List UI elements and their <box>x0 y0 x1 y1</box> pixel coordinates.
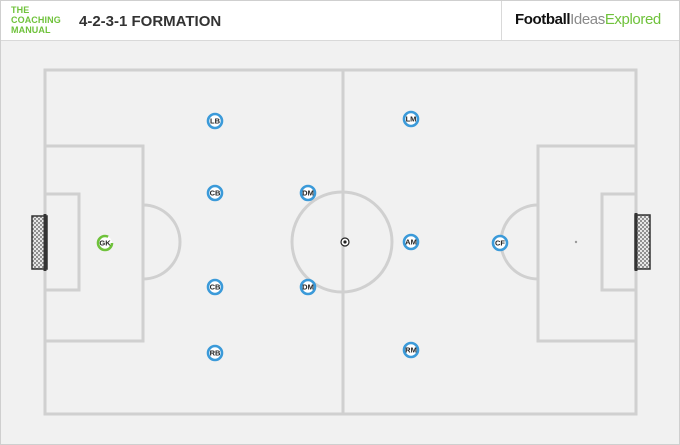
player-marker-cb: CB <box>206 278 224 296</box>
coaching-manual-logo: THE COACHING MANUAL <box>11 6 61 40</box>
center-circle <box>290 190 394 294</box>
player-marker-cb: CB <box>206 184 224 202</box>
header-bar: THE COACHING MANUAL 4-2-3-1 FORMATION Fo… <box>1 1 679 41</box>
player-circle <box>402 110 420 128</box>
brand-word-explored: Explored <box>604 11 661 28</box>
right-penalty-spot <box>574 240 578 244</box>
player-circle <box>206 184 224 202</box>
player-marker-lb: LB <box>206 112 224 130</box>
brand-panel: FootballIdeasExplored <box>501 1 679 40</box>
player-circle <box>96 234 114 252</box>
right-goal-area <box>600 192 638 292</box>
page-title: 4-2-3-1 FORMATION <box>79 13 222 30</box>
player-circle <box>206 344 224 362</box>
player-circle <box>402 233 420 251</box>
player-marker-lm: LM <box>402 110 420 128</box>
logo-line-1: THE <box>11 5 30 15</box>
player-label: AM <box>405 238 417 247</box>
left-penalty-area <box>43 144 145 343</box>
player-circle <box>402 341 420 359</box>
right-goal <box>634 213 651 271</box>
brand-word-football: Football <box>515 11 571 28</box>
player-label: LM <box>406 115 417 124</box>
player-circle <box>299 184 317 202</box>
soccer-ball-icon <box>340 237 350 247</box>
left-goal <box>31 214 48 271</box>
player-marker-dm: DM <box>299 184 317 202</box>
player-label: LB <box>210 117 221 126</box>
logo-line-3: MANUAL <box>11 25 51 35</box>
player-circle <box>491 234 509 252</box>
player-marker-rm: RM <box>402 341 420 359</box>
player-label: CF <box>495 239 505 248</box>
left-penalty-arc <box>142 203 182 281</box>
player-marker-rb: RB <box>206 344 224 362</box>
left-goal-area <box>43 192 81 292</box>
player-label: DM <box>302 283 314 292</box>
player-label: GK <box>99 239 111 248</box>
player-marker-gk: GK <box>96 234 114 252</box>
logo-line-2: COACHING <box>11 15 61 25</box>
player-label: RM <box>405 346 417 355</box>
player-marker-dm: DM <box>299 278 317 296</box>
players-layer: GK LB CB CB RB DM DM LM AM RM CF <box>96 110 509 362</box>
brand-word-ideas: Ideas <box>570 11 605 28</box>
player-circle <box>299 278 317 296</box>
player-label: DM <box>302 189 314 198</box>
right-penalty-area <box>536 144 638 343</box>
player-label: CB <box>210 189 221 198</box>
player-circle <box>206 278 224 296</box>
player-marker-cf: CF <box>491 234 509 252</box>
player-marker-am: AM <box>402 233 420 251</box>
player-label: CB <box>210 283 221 292</box>
player-circle <box>206 112 224 130</box>
player-label: RB <box>210 349 221 358</box>
brand-logo: FootballIdeasExplored <box>515 11 661 28</box>
pitch: GK LB CB CB RB DM DM LM AM RM CF <box>31 68 651 416</box>
